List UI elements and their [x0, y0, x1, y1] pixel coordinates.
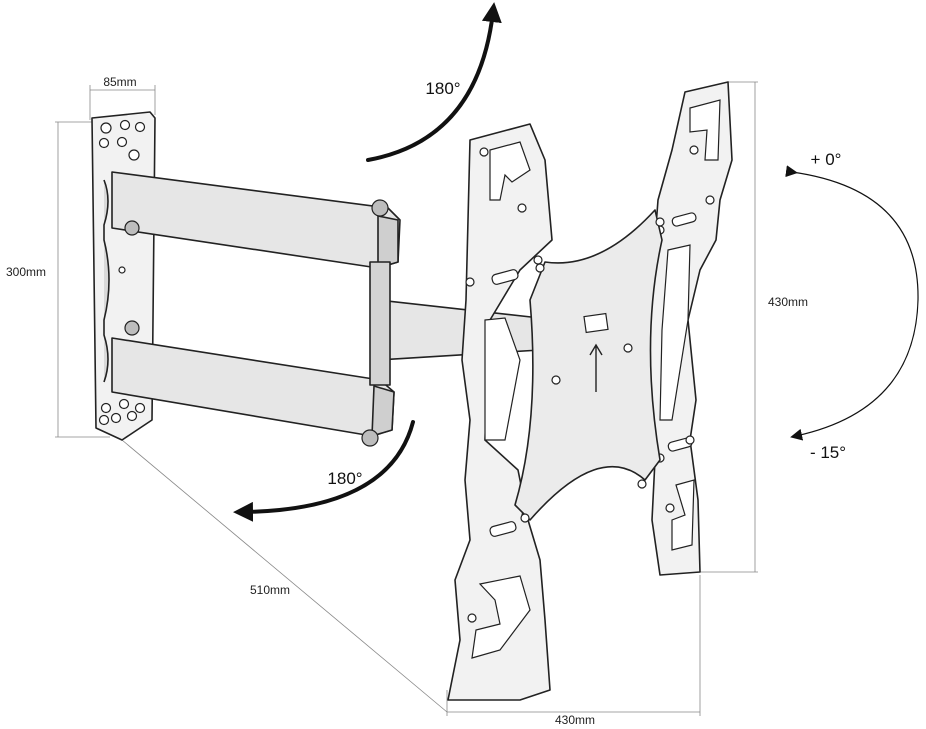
lower-arm	[111, 320, 395, 447]
tilt-arrow-icon	[785, 165, 919, 441]
tilt-up-label: + 0°	[811, 150, 842, 169]
swivel-top-label: 180°	[425, 79, 460, 98]
dimension-lines	[55, 81, 758, 716]
arm-extension-label: 510mm	[250, 583, 290, 597]
swivel-bottom-label: 180°	[327, 469, 362, 488]
vesa-height-label: 430mm	[768, 295, 808, 309]
upper-arm	[111, 171, 401, 269]
vesa-width-label: 430mm	[555, 713, 595, 727]
vesa-left-bar	[447, 123, 553, 701]
swivel-top-arrow-icon	[366, 2, 502, 162]
wall-plate-height-label: 300mm	[6, 265, 46, 279]
vesa-center-hub	[514, 209, 665, 523]
rotation-arrows	[233, 2, 919, 522]
vesa-right-bar	[639, 81, 733, 576]
up-arrow-icon	[589, 343, 603, 392]
wall-plate-width-label: 85mm	[103, 75, 136, 89]
tilt-down-label: - 15°	[810, 443, 846, 462]
swivel-bottom-arrow-icon	[233, 420, 415, 522]
